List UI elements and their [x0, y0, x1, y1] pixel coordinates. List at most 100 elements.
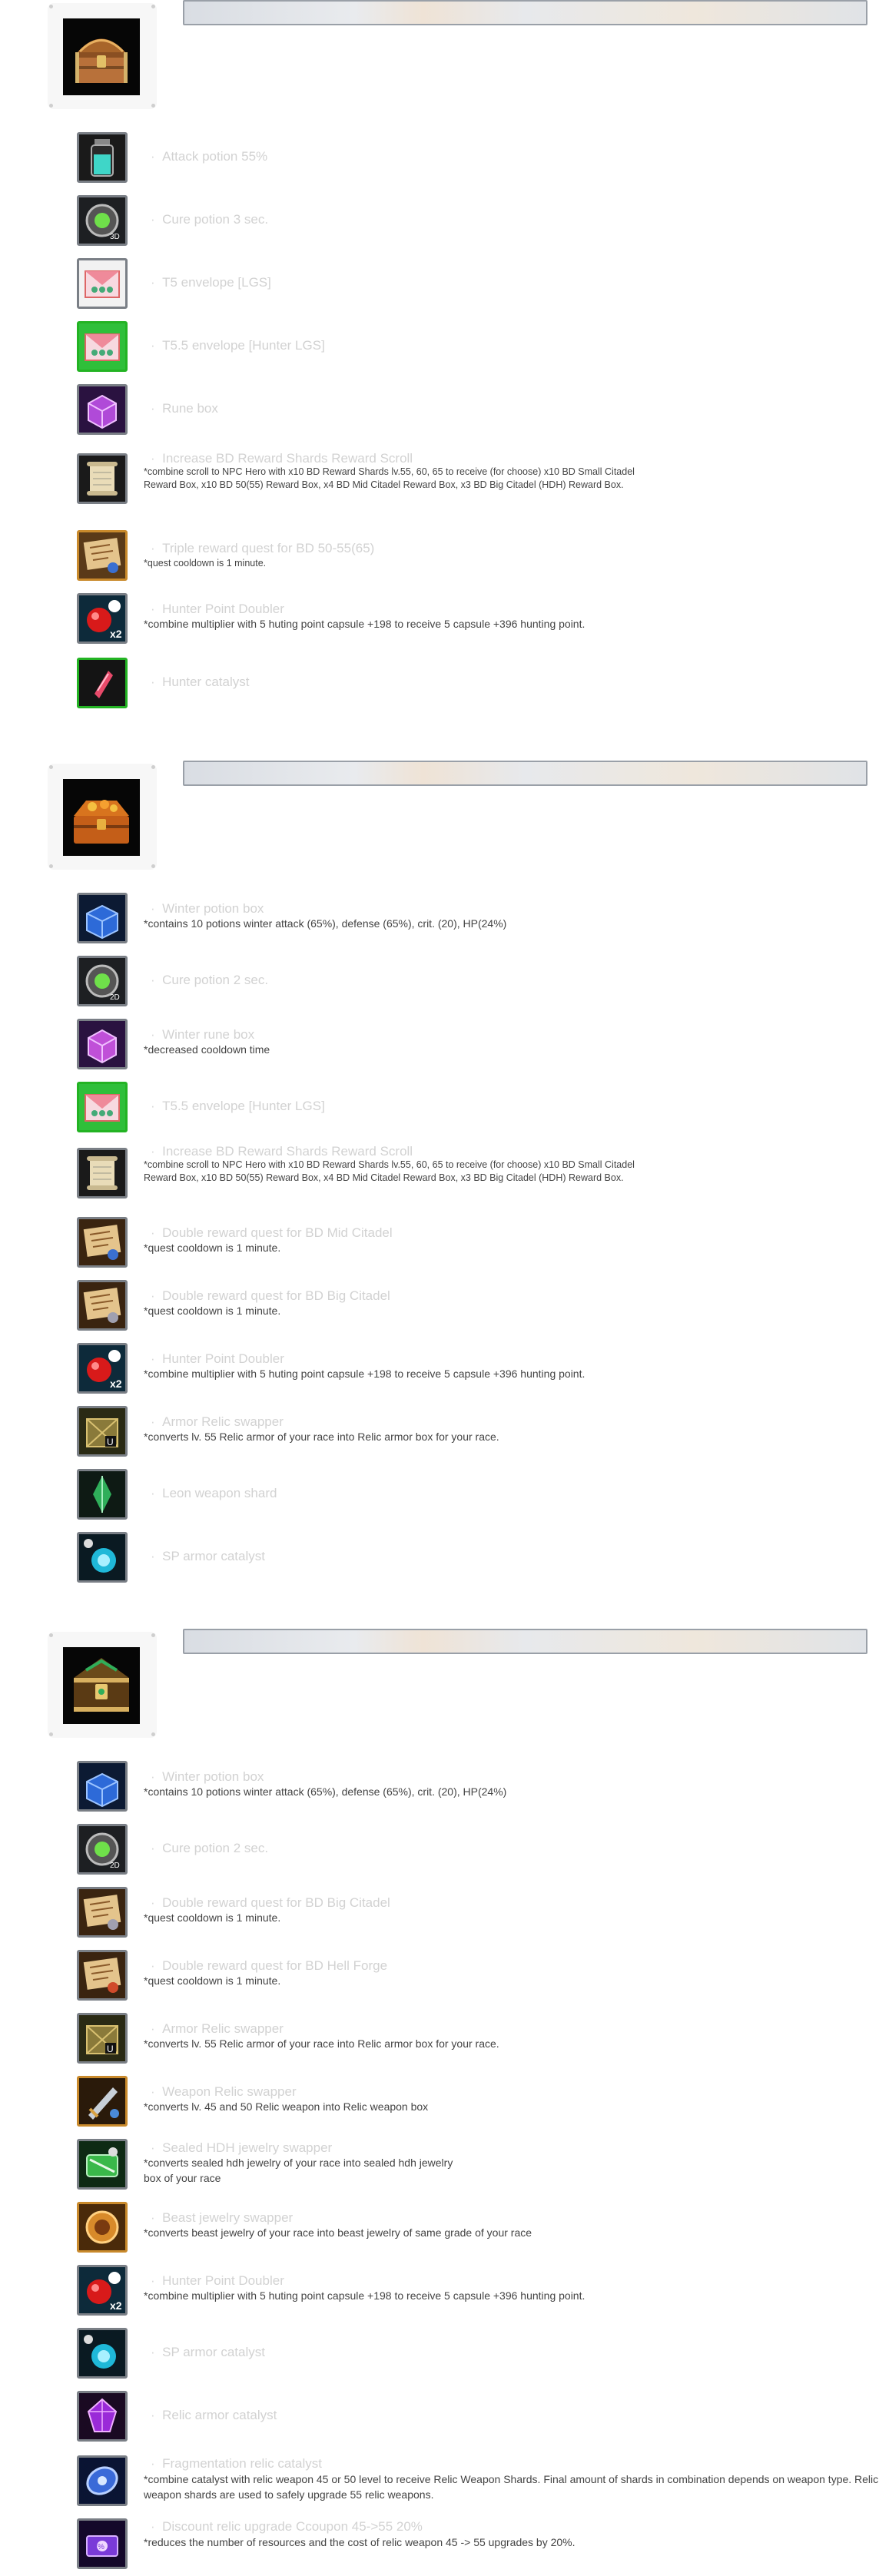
item-description: *quest cooldown is 1 minute.	[144, 1911, 281, 1924]
item-name: T5.5 envelope [Hunter LGS]	[151, 338, 325, 353]
item-description: *converts lv. 55 Relic armor of your rac…	[144, 2037, 499, 2050]
item-name: SP armor catalyst	[151, 1549, 265, 1564]
quest-map-icon	[77, 1887, 128, 1938]
item-name: Increase BD Reward Shards Reward Scroll	[151, 1144, 413, 1159]
svg-text:3D: 3D	[110, 233, 120, 241]
item-name: Hunter catalyst	[151, 675, 249, 690]
item-description: *quest cooldown is 1 minute.	[144, 1242, 281, 1254]
orange-treasure-chest-icon	[63, 779, 140, 856]
item-name: Cure potion 2 sec.	[151, 1841, 268, 1856]
item-description: *quest cooldown is 1 minute.	[144, 1974, 281, 1987]
item-description: *quest cooldown is 1 minute.	[144, 1305, 281, 1317]
armor-relic-swapper-icon: U	[77, 2013, 128, 2064]
quest-map-icon	[77, 1217, 128, 1268]
item-name: T5 envelope [LGS]	[151, 275, 271, 290]
svg-text:x2: x2	[110, 2299, 122, 2312]
winter-rune-box-icon	[77, 1019, 128, 1069]
envelope-icon	[77, 258, 128, 309]
section-title-bar	[183, 761, 867, 786]
item-name: Beast jewelry swapper	[151, 2210, 293, 2226]
sp-armor-catalyst-icon	[77, 2328, 128, 2379]
svg-text:U: U	[107, 2044, 114, 2054]
item-description: *converts lv. 55 Relic armor of your rac…	[144, 1431, 499, 1443]
item-name: Weapon Relic swapper	[151, 2084, 297, 2100]
item-description: *reduces the number of resources and the…	[144, 2536, 576, 2548]
leon-weapon-shard-icon	[77, 1469, 128, 1520]
hunter-point-doubler-icon: x2	[77, 1343, 128, 1394]
hunter-point-doubler-icon: x2	[77, 593, 128, 644]
beast-jewelry-swapper-icon	[77, 2202, 128, 2253]
svg-text:U: U	[107, 1437, 114, 1447]
item-name: Leon weapon shard	[151, 1486, 277, 1501]
armor-relic-swapper-icon: U	[77, 1406, 128, 1457]
weapon-relic-swapper-icon	[77, 2076, 128, 2127]
item-name: Hunter Point Doubler	[151, 2273, 284, 2289]
ornate-treasure-chest-icon	[63, 1647, 140, 1724]
item-description: *combine multiplier with 5 huting point …	[144, 1368, 585, 1380]
item-description: *converts lv. 45 and 50 Relic weapon int…	[144, 2100, 429, 2113]
item-name: Winter potion box	[151, 1769, 264, 1785]
svg-text:2D: 2D	[110, 993, 120, 1002]
fragmentation-catalyst-icon	[77, 2455, 128, 2506]
green-envelope-icon	[77, 1082, 128, 1132]
green-envelope-icon	[77, 321, 128, 372]
sp-armor-catalyst-icon	[77, 1532, 128, 1583]
item-description: *combine scroll to NPC Hero with x10 BD …	[144, 466, 635, 490]
discount-coupon-icon: %	[77, 2518, 128, 2569]
jewelry-swapper-icon	[77, 2139, 128, 2190]
rune-box-icon	[77, 384, 128, 435]
section-title-bar	[183, 1629, 867, 1654]
item-name: Discount relic upgrade Ccoupon 45->55 20…	[151, 2519, 423, 2535]
item-name: Armor Relic swapper	[151, 2021, 284, 2037]
svg-text:%: %	[98, 2543, 104, 2551]
item-name: Cure potion 2 sec.	[151, 973, 268, 988]
item-description: *quest cooldown is 1 minute.	[144, 558, 267, 569]
item-name: Hunter Point Doubler	[151, 602, 284, 617]
item-name: Rune box	[151, 401, 218, 416]
winter-potion-box-icon	[77, 893, 128, 943]
quest-map-icon	[77, 530, 128, 581]
item-description: *converts sealed hdh jewelry of your rac…	[144, 2157, 453, 2184]
item-description: *combine multiplier with 5 huting point …	[144, 2289, 585, 2302]
item-name: Armor Relic swapper	[151, 1414, 284, 1430]
chest-frame	[48, 764, 157, 870]
item-name: Sealed HDH jewelry swapper	[151, 2140, 332, 2156]
quest-map-icon	[77, 1280, 128, 1331]
scroll-icon	[77, 453, 128, 504]
item-name: Triple reward quest for BD 50-55(65)	[151, 541, 374, 556]
hunter-catalyst-icon	[77, 658, 128, 708]
item-name: Relic armor catalyst	[151, 2408, 277, 2423]
item-description: *decreased cooldown time	[144, 1043, 270, 1056]
item-description: *contains 10 potions winter attack (65%)…	[144, 917, 507, 930]
item-description: *combine catalyst with relic weapon 45 o…	[144, 2473, 879, 2501]
wooden-treasure-chest-icon	[63, 18, 140, 95]
item-name: T5.5 envelope [Hunter LGS]	[151, 1099, 325, 1114]
attack-potion-icon	[77, 132, 128, 183]
cure-potion-icon: 2D	[77, 956, 128, 1006]
item-description: *combine scroll to NPC Hero with x10 BD …	[144, 1159, 635, 1183]
item-description: *combine multiplier with 5 huting point …	[144, 618, 585, 630]
item-name: Fragmentation relic catalyst	[151, 2456, 322, 2472]
quest-map-icon	[77, 1950, 128, 2001]
svg-text:2D: 2D	[110, 1862, 120, 1870]
item-name: Attack potion 55%	[151, 149, 267, 164]
item-description: *converts beast jewelry of your race int…	[144, 2226, 532, 2239]
chest-frame	[48, 3, 157, 109]
item-name: SP armor catalyst	[151, 2345, 265, 2360]
section-title-bar	[183, 0, 867, 25]
scroll-icon	[77, 1148, 128, 1198]
relic-armor-catalyst-icon	[77, 2391, 128, 2442]
item-name: Increase BD Reward Shards Reward Scroll	[151, 451, 413, 466]
item-name: Cure potion 3 sec.	[151, 212, 268, 227]
cure-potion-icon: 2D	[77, 1824, 128, 1875]
item-name: Winter potion box	[151, 901, 264, 917]
item-name: Double reward quest for BD Hell Forge	[151, 1958, 387, 1974]
item-name: Hunter Point Doubler	[151, 1351, 284, 1367]
item-name: Double reward quest for BD Big Citadel	[151, 1288, 390, 1304]
cure-potion-icon: 3D	[77, 195, 128, 246]
item-description: *contains 10 potions winter attack (65%)…	[144, 1785, 507, 1798]
winter-potion-box-icon	[77, 1761, 128, 1812]
hunter-point-doubler-icon: x2	[77, 2265, 128, 2316]
svg-text:x2: x2	[110, 628, 122, 640]
chest-frame	[48, 1632, 157, 1738]
